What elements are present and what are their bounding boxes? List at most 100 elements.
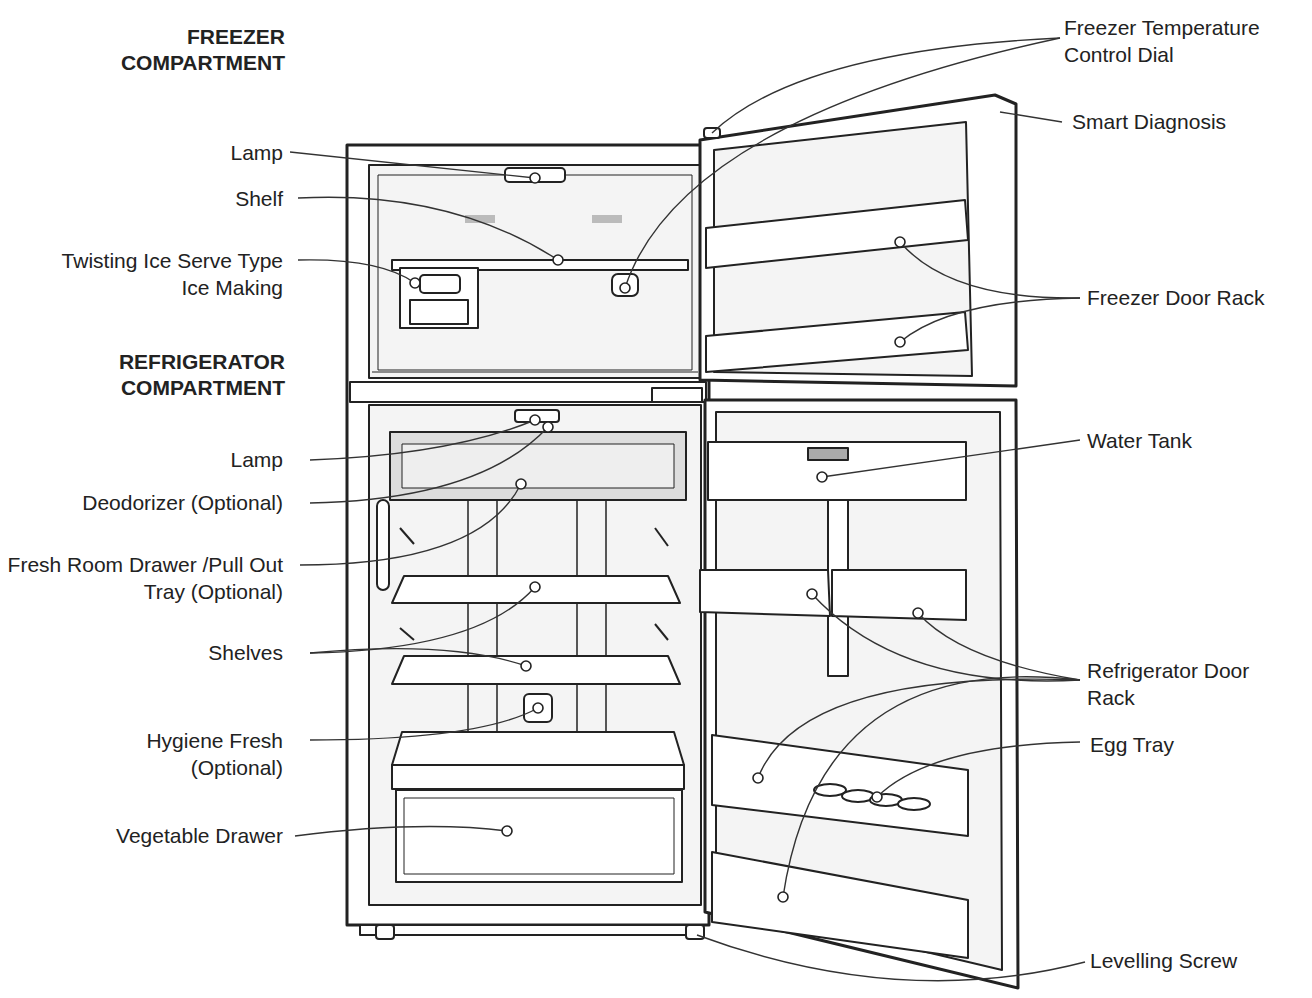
leader-line [310,587,535,653]
part-label: Water Tank [1087,427,1307,454]
door-rack [712,852,968,958]
freezer-door-rack [706,312,968,372]
control-dial [612,274,638,296]
part-label: Levelling Screw [1090,947,1300,974]
leader-line [918,613,1080,680]
shelf-rail [605,500,607,732]
refrigerator-interior [369,405,701,905]
leader-dot [521,661,531,671]
leader-dot [778,892,788,902]
part-label: Lamp [163,446,283,473]
section-heading: REFRIGERATOR COMPARTMENT [65,349,285,401]
door-rack [700,570,830,616]
part-label: Fresh Room Drawer /Pull Out Tray (Option… [0,551,283,605]
leader-dot [516,479,526,489]
leader-dot [502,826,512,836]
part-label: Freezer Door Rack [1087,284,1307,311]
ice-maker [400,268,478,328]
vent [592,215,622,223]
part-label: Refrigerator Door Rack [1087,657,1302,711]
hygiene-fresh [524,694,552,722]
leader-dot [620,283,630,293]
part-label: Shelf [163,185,283,212]
door-rack [832,570,966,620]
leader-dot [913,608,923,618]
leader-line [310,708,538,740]
leader-line [310,427,548,503]
freezer-liner [378,175,692,370]
shelf-support [400,528,414,544]
leader-line [1000,112,1062,122]
part-label: Shelves [133,639,283,666]
leader-line [310,420,535,460]
vegetable-drawer [396,790,682,882]
ice-tray [420,275,460,293]
leader-line [300,484,521,565]
lamp-housing [505,168,565,182]
part-label: Hygiene Fresh (Optional) [103,727,283,781]
refrigerator-door [705,400,1018,988]
shelf-support [400,628,414,640]
freezer-interior [369,165,701,378]
part-label: Twisting Ice Serve Type Ice Making [58,247,283,301]
cabinet-base [360,925,698,935]
shelf-rail [576,500,578,732]
leader-dot [753,773,763,783]
hinge [652,388,702,402]
drawer-front [402,444,674,488]
freezer-door [700,95,1016,386]
part-label: Lamp [163,139,283,166]
glass-shelf [392,656,680,684]
leader-dot [553,255,563,265]
leader-dot [533,703,543,713]
part-label: Vegetable Drawer [23,822,283,849]
vegetable-lid [392,732,684,765]
leader-dot [895,237,905,247]
leader-line [900,298,1080,342]
section-heading: FREEZER COMPARTMENT [75,24,285,76]
egg-slot [898,798,930,810]
leader-line [295,827,507,836]
leader-line [783,677,1080,897]
leader-dot [410,278,420,288]
tank-lid [808,448,848,460]
leader-dot [895,337,905,347]
leader-line [900,242,1080,298]
door-rack [712,735,968,836]
leader-dot [530,415,540,425]
leader-dot [530,173,540,183]
freezer-door-rack [706,200,968,268]
drawer-inner [404,798,674,874]
leader-line [697,935,1085,981]
leader-dot [807,589,817,599]
fresh-room-drawer [390,432,686,500]
part-label: Egg Tray [1090,731,1300,758]
glass-shelf [392,576,680,603]
leader-line [310,649,526,666]
levelling-foot [376,925,394,939]
leader-line [625,38,1060,288]
leader-dot [530,582,540,592]
part-label: Smart Diagnosis [1072,108,1302,135]
freezer-floor [372,372,698,373]
leader-dot [817,472,827,482]
lid-front [392,765,684,789]
leader-dot [543,422,553,432]
shelf-support [655,528,668,546]
shelf-support [655,624,668,640]
leader-dot [872,792,882,802]
divider [350,382,706,402]
leader-line [298,197,558,260]
leader-line [298,260,415,283]
cabinet-body [347,145,709,925]
leader-line [290,152,535,178]
part-label: Freezer Temperature Control Dial [1064,14,1308,68]
leader-line [758,679,1080,778]
leader-line [877,742,1080,797]
leader-line [822,440,1080,477]
leader-line [812,594,1080,681]
water-tank [708,442,966,500]
part-label: Deodorizer (Optional) [0,489,283,516]
ice-bin [410,300,468,324]
